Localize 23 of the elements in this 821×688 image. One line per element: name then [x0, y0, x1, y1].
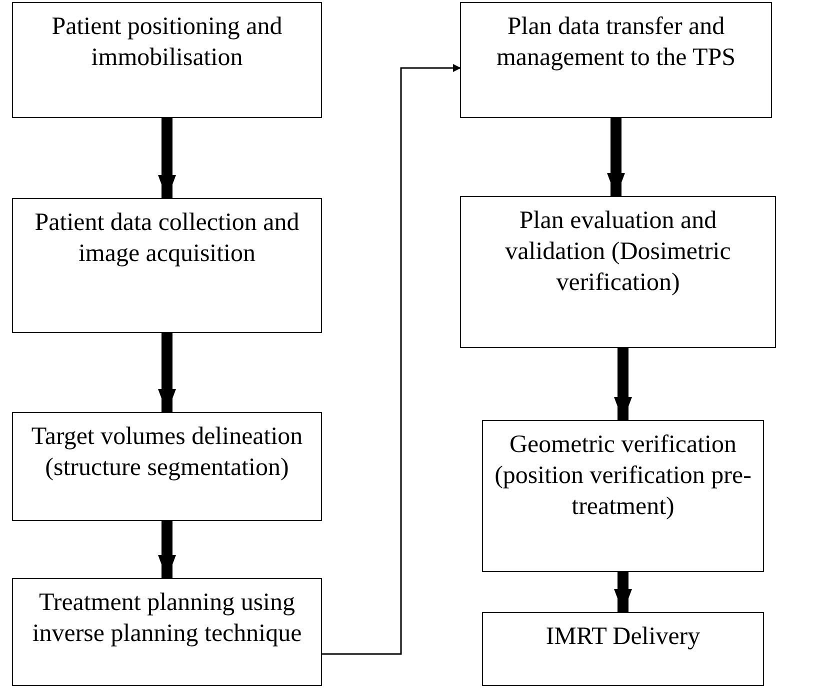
arrow [614, 348, 632, 421]
step-text: Patient positioning and immobilisation [50, 12, 284, 73]
process-box [482, 420, 764, 572]
step-text: IMRT Delivery [546, 622, 700, 652]
arrow [614, 572, 632, 613]
arrow [607, 118, 625, 197]
step-text: Treatment planning using inverse planning technique [31, 588, 303, 649]
step-text: Target volumes delineation (structure segmentation) [30, 422, 304, 483]
step-text: Plan evaluation and validation (Dosimetric verification) [504, 206, 732, 298]
arrow [158, 521, 176, 579]
step-text: Plan data transfer and management to the TPS [495, 12, 737, 73]
process-box [12, 578, 322, 686]
arrow [322, 64, 461, 655]
step-text: Geometric verification (position verification pre-treatment) [494, 430, 752, 522]
process-box [460, 196, 776, 348]
process-box [12, 412, 322, 521]
step-text: Patient data collection and image acquisition [34, 208, 300, 269]
process-box [460, 2, 772, 118]
process-box [12, 198, 322, 333]
arrow [158, 118, 176, 199]
arrow [158, 333, 176, 413]
process-box [12, 2, 322, 118]
process-box [482, 612, 764, 686]
